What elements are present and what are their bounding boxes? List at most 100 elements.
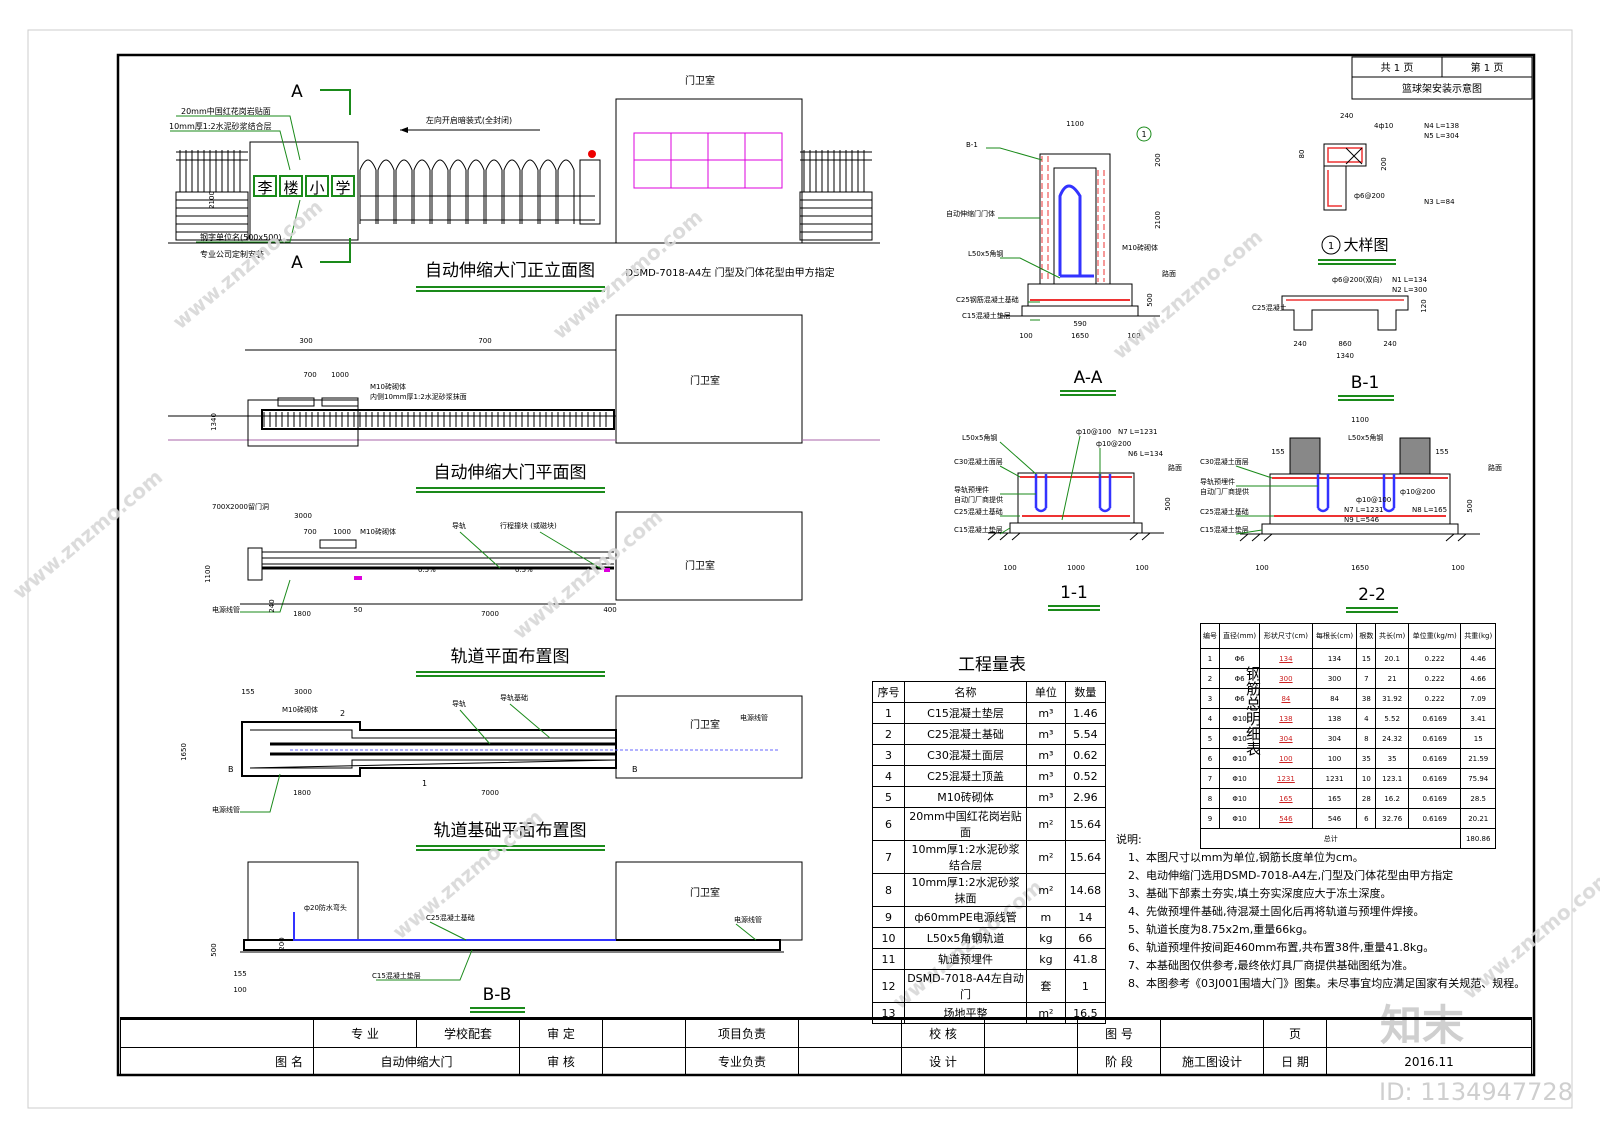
- quantity-cell: L50x5角钢轨道: [904, 927, 1027, 949]
- rebar-cell: 304: [1311, 728, 1358, 749]
- quantity-cell: m³: [1025, 723, 1066, 745]
- warning-light-icon: [588, 150, 596, 158]
- rebar-cell: Φ10: [1218, 788, 1261, 809]
- quantity-cell: m²: [1025, 807, 1066, 841]
- rebar-cell: 134: [1311, 648, 1358, 669]
- school-char-3: 小: [309, 179, 324, 197]
- rebar-cell: Φ6: [1218, 688, 1261, 709]
- note-install: 专业公司定制安装: [200, 249, 264, 259]
- detail-view: 240 80 200 4ф10 N4 L=138 N5 L=304 ф6@200…: [1298, 112, 1460, 265]
- quantity-cell: 4: [871, 765, 906, 787]
- school-char-2: 楼: [283, 179, 298, 197]
- quantity-cell: 1: [1064, 969, 1107, 1003]
- s22-bar-f10-200: ф10@200: [1400, 488, 1435, 496]
- tb-approve: 审 定: [519, 1019, 603, 1048]
- rebar-cell: Φ6: [1218, 668, 1261, 689]
- s22-dim-500: 500: [1466, 499, 1474, 512]
- s22-note-embed: 导轨预埋件: [1200, 477, 1235, 486]
- rebar-cell: 3: [1200, 688, 1220, 709]
- s22-bar-n7: N7 L=1231: [1344, 506, 1384, 514]
- s22-note-angle: L50x5角钢: [1348, 433, 1383, 442]
- track-note-cable: 电源线管: [212, 605, 240, 614]
- plan-note-wall: M10砖砌体: [370, 382, 406, 391]
- quantity-cell: M10砖砌体: [904, 786, 1027, 808]
- track-dim-240: 240: [268, 599, 276, 612]
- track-foundation-view: 门卫室 M10砖砌体 导轨 导轨基础 电源线管 电源线管 155 3000 18…: [180, 688, 803, 851]
- quantity-cell: 套: [1025, 969, 1066, 1003]
- plan-dim-700b: 700: [303, 371, 316, 379]
- rebar-cell: 15: [1460, 728, 1496, 749]
- rebar-cell: Φ10: [1218, 728, 1261, 749]
- tb-check: 校 核: [901, 1019, 985, 1048]
- b1-bar-n2: N2 L=300: [1392, 286, 1427, 294]
- rebar-header-cell: 形状尺寸(cm): [1259, 623, 1313, 649]
- quantity-header-cell: 数量: [1064, 681, 1107, 703]
- track-plan-title: 轨道平面布置图: [451, 647, 570, 667]
- bb-note-c15: C15混凝土垫层: [372, 971, 421, 980]
- s11-note-c30: C30混凝土面层: [954, 457, 1003, 466]
- quantity-table-title: 工程量表: [958, 655, 1026, 675]
- track-foundation-title: 轨道基础平面布置图: [434, 821, 587, 841]
- quantity-cell: 10: [871, 927, 906, 949]
- rebar-header-cell: 编号: [1200, 623, 1220, 649]
- track-slope-2: 0.5%: [515, 566, 533, 574]
- foundation-dim-7000: 7000: [481, 789, 499, 797]
- track-dim-1000: 1000: [333, 528, 351, 536]
- bb-note-elbow: ф20防水弯头: [304, 903, 347, 912]
- elevation-guard-room-label: 门卫室: [685, 74, 715, 87]
- tb-drawing-name: 自动伸缩大门: [313, 1047, 520, 1076]
- rebar-table: 编号直径(mm)形状尺寸(cm)每根长(cm)根数共长(m)单位重(kg/m)共…: [1199, 623, 1496, 849]
- aa-dim-590: 590: [1073, 320, 1086, 328]
- tb-discipline-lead: 专业负责: [685, 1047, 799, 1076]
- rebar-cell: 5.52: [1375, 708, 1409, 729]
- rebar-cell: 3.41: [1460, 708, 1496, 729]
- aa-dim-100b: 100: [1127, 332, 1140, 340]
- s11-bar-n7: N7 L=1231: [1118, 428, 1158, 436]
- s11-note-c15: C15混凝土垫层: [954, 525, 1003, 534]
- section-mark-a-top: A: [291, 82, 303, 102]
- rebar-cell: 31.92: [1375, 688, 1409, 709]
- quantity-cell: 1: [871, 702, 906, 724]
- section-mark-a-bottom: A: [291, 253, 303, 273]
- track-dim-700: 700: [303, 528, 316, 536]
- rebar-shape-cell: 1231: [1259, 768, 1313, 789]
- plan-dim-1000: 1000: [331, 371, 349, 379]
- rebar-cell: 28.5: [1460, 788, 1496, 809]
- rebar-shape-cell: 304: [1259, 728, 1313, 749]
- quantity-cell: 11: [871, 948, 906, 970]
- s22-note-c15: C15混凝土垫层: [1200, 525, 1249, 534]
- b1-dim-240a: 240: [1293, 340, 1306, 348]
- aa-note-road: 路面: [1162, 269, 1176, 278]
- quantity-cell: m²: [1025, 840, 1066, 874]
- rebar-cell: Φ10: [1218, 748, 1261, 769]
- rebar-cell: 7: [1200, 768, 1220, 789]
- s22-bar-n8: N8 L=165: [1412, 506, 1447, 514]
- section-11-view: L50x5角钢 C30混凝土面层 导轨预埋件 自动门厂商提供 C25混凝土基础 …: [954, 428, 1182, 611]
- tb-date-label: 日 期: [1263, 1047, 1327, 1076]
- section-22-view: C30混凝土面层 导轨预埋件 自动门厂商提供 C25混凝土基础 C15混凝土垫层…: [1200, 416, 1502, 613]
- plan-dim-300: 300: [299, 337, 312, 345]
- section-22-title: 2-2: [1358, 585, 1386, 605]
- rebar-shape-cell: 300: [1259, 668, 1313, 689]
- foundation-mark-1: 1: [422, 779, 427, 788]
- quantity-cell: DSMD-7018-A4左自动门: [904, 969, 1027, 1003]
- rebar-shape-cell: 134: [1259, 648, 1313, 669]
- foundation-dim-3000: 3000: [294, 688, 312, 696]
- rebar-header-cell: 每根长(cm): [1311, 623, 1358, 649]
- s11-dim-100b: 100: [1135, 564, 1148, 572]
- quantity-cell: 轨道预埋件: [904, 948, 1027, 970]
- rebar-cell: Φ10: [1218, 808, 1261, 829]
- school-char-4: 学: [335, 179, 350, 197]
- rebar-cell: 24.32: [1375, 728, 1409, 749]
- tb-date: 2016.11: [1326, 1047, 1532, 1076]
- header-page-no: 第 1 页: [1471, 61, 1504, 74]
- rebar-cell: 9: [1200, 808, 1220, 829]
- rebar-header-cell: 单位重(kg/m): [1407, 623, 1462, 649]
